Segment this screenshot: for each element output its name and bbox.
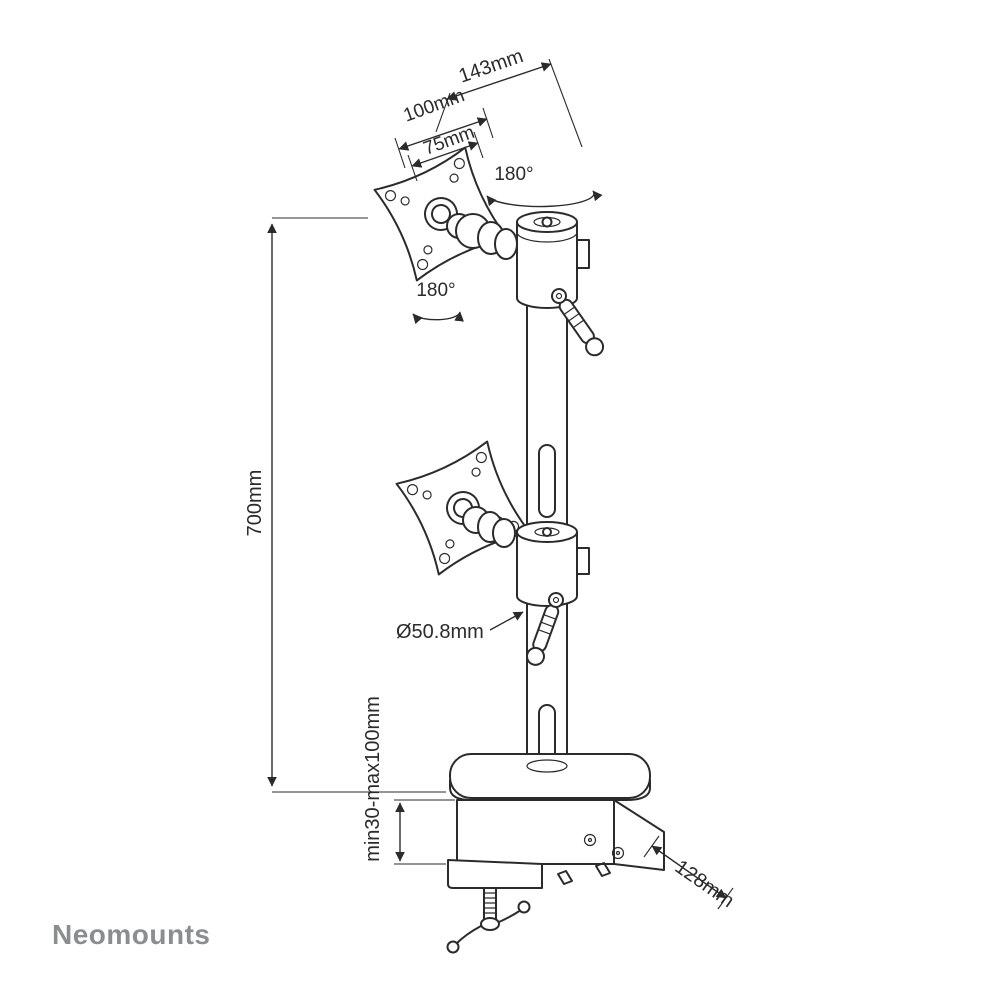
- brand-logo: Neomounts: [52, 919, 211, 950]
- dim-pole-diameter: Ø50.8mm: [396, 611, 524, 643]
- pole-socket: [526, 759, 568, 773]
- pole-slot-upper: [538, 444, 556, 518]
- mount-hole: [583, 833, 597, 847]
- screw-handle-tip: [517, 900, 531, 914]
- dim-75mm-label: 75mm: [421, 122, 478, 160]
- screw-hub: [480, 917, 500, 931]
- clamp-foot: [595, 862, 611, 877]
- dim-pole-diameter-label: Ø50.8mm: [396, 621, 484, 643]
- pole: [526, 237, 568, 764]
- dim-700mm-label: 700mm: [244, 470, 266, 537]
- dim-128mm-label: 128mm: [671, 856, 738, 912]
- bottom-arm-joints: [462, 506, 516, 548]
- top-vesa-plate: [373, 146, 509, 282]
- dim-143mm-label: 143mm: [456, 45, 526, 88]
- top-tension-lever: [551, 288, 605, 357]
- dim-700mm: 700mm: [244, 217, 446, 793]
- dim-100mm-label: 100mm: [401, 85, 468, 126]
- desk-clamp-base: [447, 753, 665, 889]
- rotation-head-180: 180°: [486, 164, 603, 208]
- bottom-tension-lever: [525, 592, 564, 666]
- clamp-foot: [557, 870, 573, 885]
- bottom-swivel-collar: [516, 521, 590, 607]
- dim-clamp-range-label: min30-max100mm: [362, 696, 384, 862]
- bottom-vesa-plate: [395, 440, 531, 576]
- rotation-plate-label: 180°: [416, 280, 455, 301]
- rotation-head-label: 180°: [494, 164, 533, 185]
- top-swivel-head: [516, 211, 590, 309]
- clamp-bottom-jaw: [447, 859, 543, 889]
- clamp-screw: [446, 887, 531, 954]
- clamp-front-face: [456, 799, 615, 865]
- dim-clamp-range: min30-max100mm: [362, 696, 455, 865]
- clamp-side-face: [613, 799, 665, 871]
- rotation-plate-180: 180°: [412, 280, 464, 325]
- mount-hole: [611, 846, 625, 860]
- screw-handle-tip: [446, 940, 460, 954]
- top-arm-joints: [446, 213, 518, 260]
